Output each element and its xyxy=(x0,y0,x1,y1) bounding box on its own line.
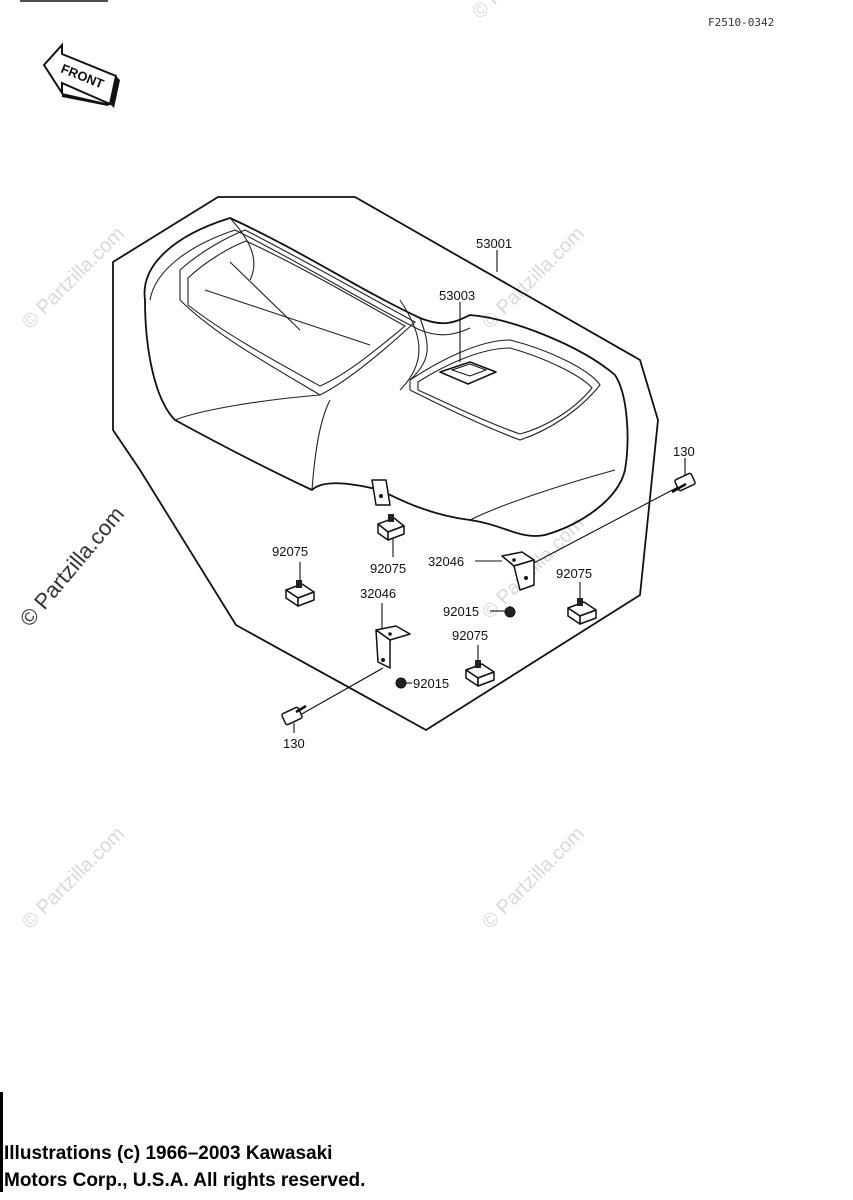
part-number-label: 130 xyxy=(283,736,305,751)
part-number-label: 92015 xyxy=(413,676,449,691)
watermark-text: © Partzilla.com xyxy=(18,823,129,934)
front-arrow-icon: FRONT xyxy=(42,42,120,108)
nut-left-icon xyxy=(395,677,407,689)
bolt-left-icon xyxy=(281,704,307,726)
seat-illustration xyxy=(143,217,629,537)
hardware xyxy=(281,472,696,726)
part-number-label: 32046 xyxy=(428,554,464,569)
copyright-line-1: Illustrations (c) 1966–2003 Kawasaki xyxy=(4,1143,333,1164)
part-number-label: 53003 xyxy=(439,288,475,303)
copyright-notice: Illustrations (c) 1966–2003 Kawasaki Mot… xyxy=(4,1140,365,1194)
part-number-label: 92015 xyxy=(443,604,479,619)
figure-code: F2510-0342 xyxy=(708,16,774,29)
damper-left-icon xyxy=(285,580,315,607)
part-number-label: 32046 xyxy=(360,586,396,601)
watermark-text: © Partzilla.com xyxy=(15,502,129,632)
nut-right-icon xyxy=(504,606,516,618)
copyright-line-2: Motors Corp., U.S.A. All rights reserved… xyxy=(4,1170,366,1191)
damper-right-icon xyxy=(567,598,597,625)
left-edge-bar xyxy=(0,1092,3,1192)
part-number-label: 130 xyxy=(673,444,695,459)
part-number-label: 92075 xyxy=(452,628,488,643)
assembly-outline xyxy=(112,196,659,731)
part-number-label: 92075 xyxy=(272,544,308,559)
watermark-text: © Partzilla.com xyxy=(468,0,579,24)
damper-center-icon xyxy=(377,514,405,541)
watermark-group: © Partzilla.com © Partzilla.com © Partzi… xyxy=(15,0,589,934)
part-number-label: 92075 xyxy=(370,561,406,576)
part-callouts: 53001 53003 130 32046 92015 92075 92075 … xyxy=(272,236,695,751)
bracket-left-icon xyxy=(375,625,411,669)
part-number-label: 92075 xyxy=(556,566,592,581)
damper-lower-icon xyxy=(465,660,495,687)
watermark-text: © Partzilla.com xyxy=(478,823,589,934)
part-number-label: 53001 xyxy=(476,236,512,251)
bolt-right-icon xyxy=(671,472,696,494)
bracket-right-icon xyxy=(501,551,535,591)
